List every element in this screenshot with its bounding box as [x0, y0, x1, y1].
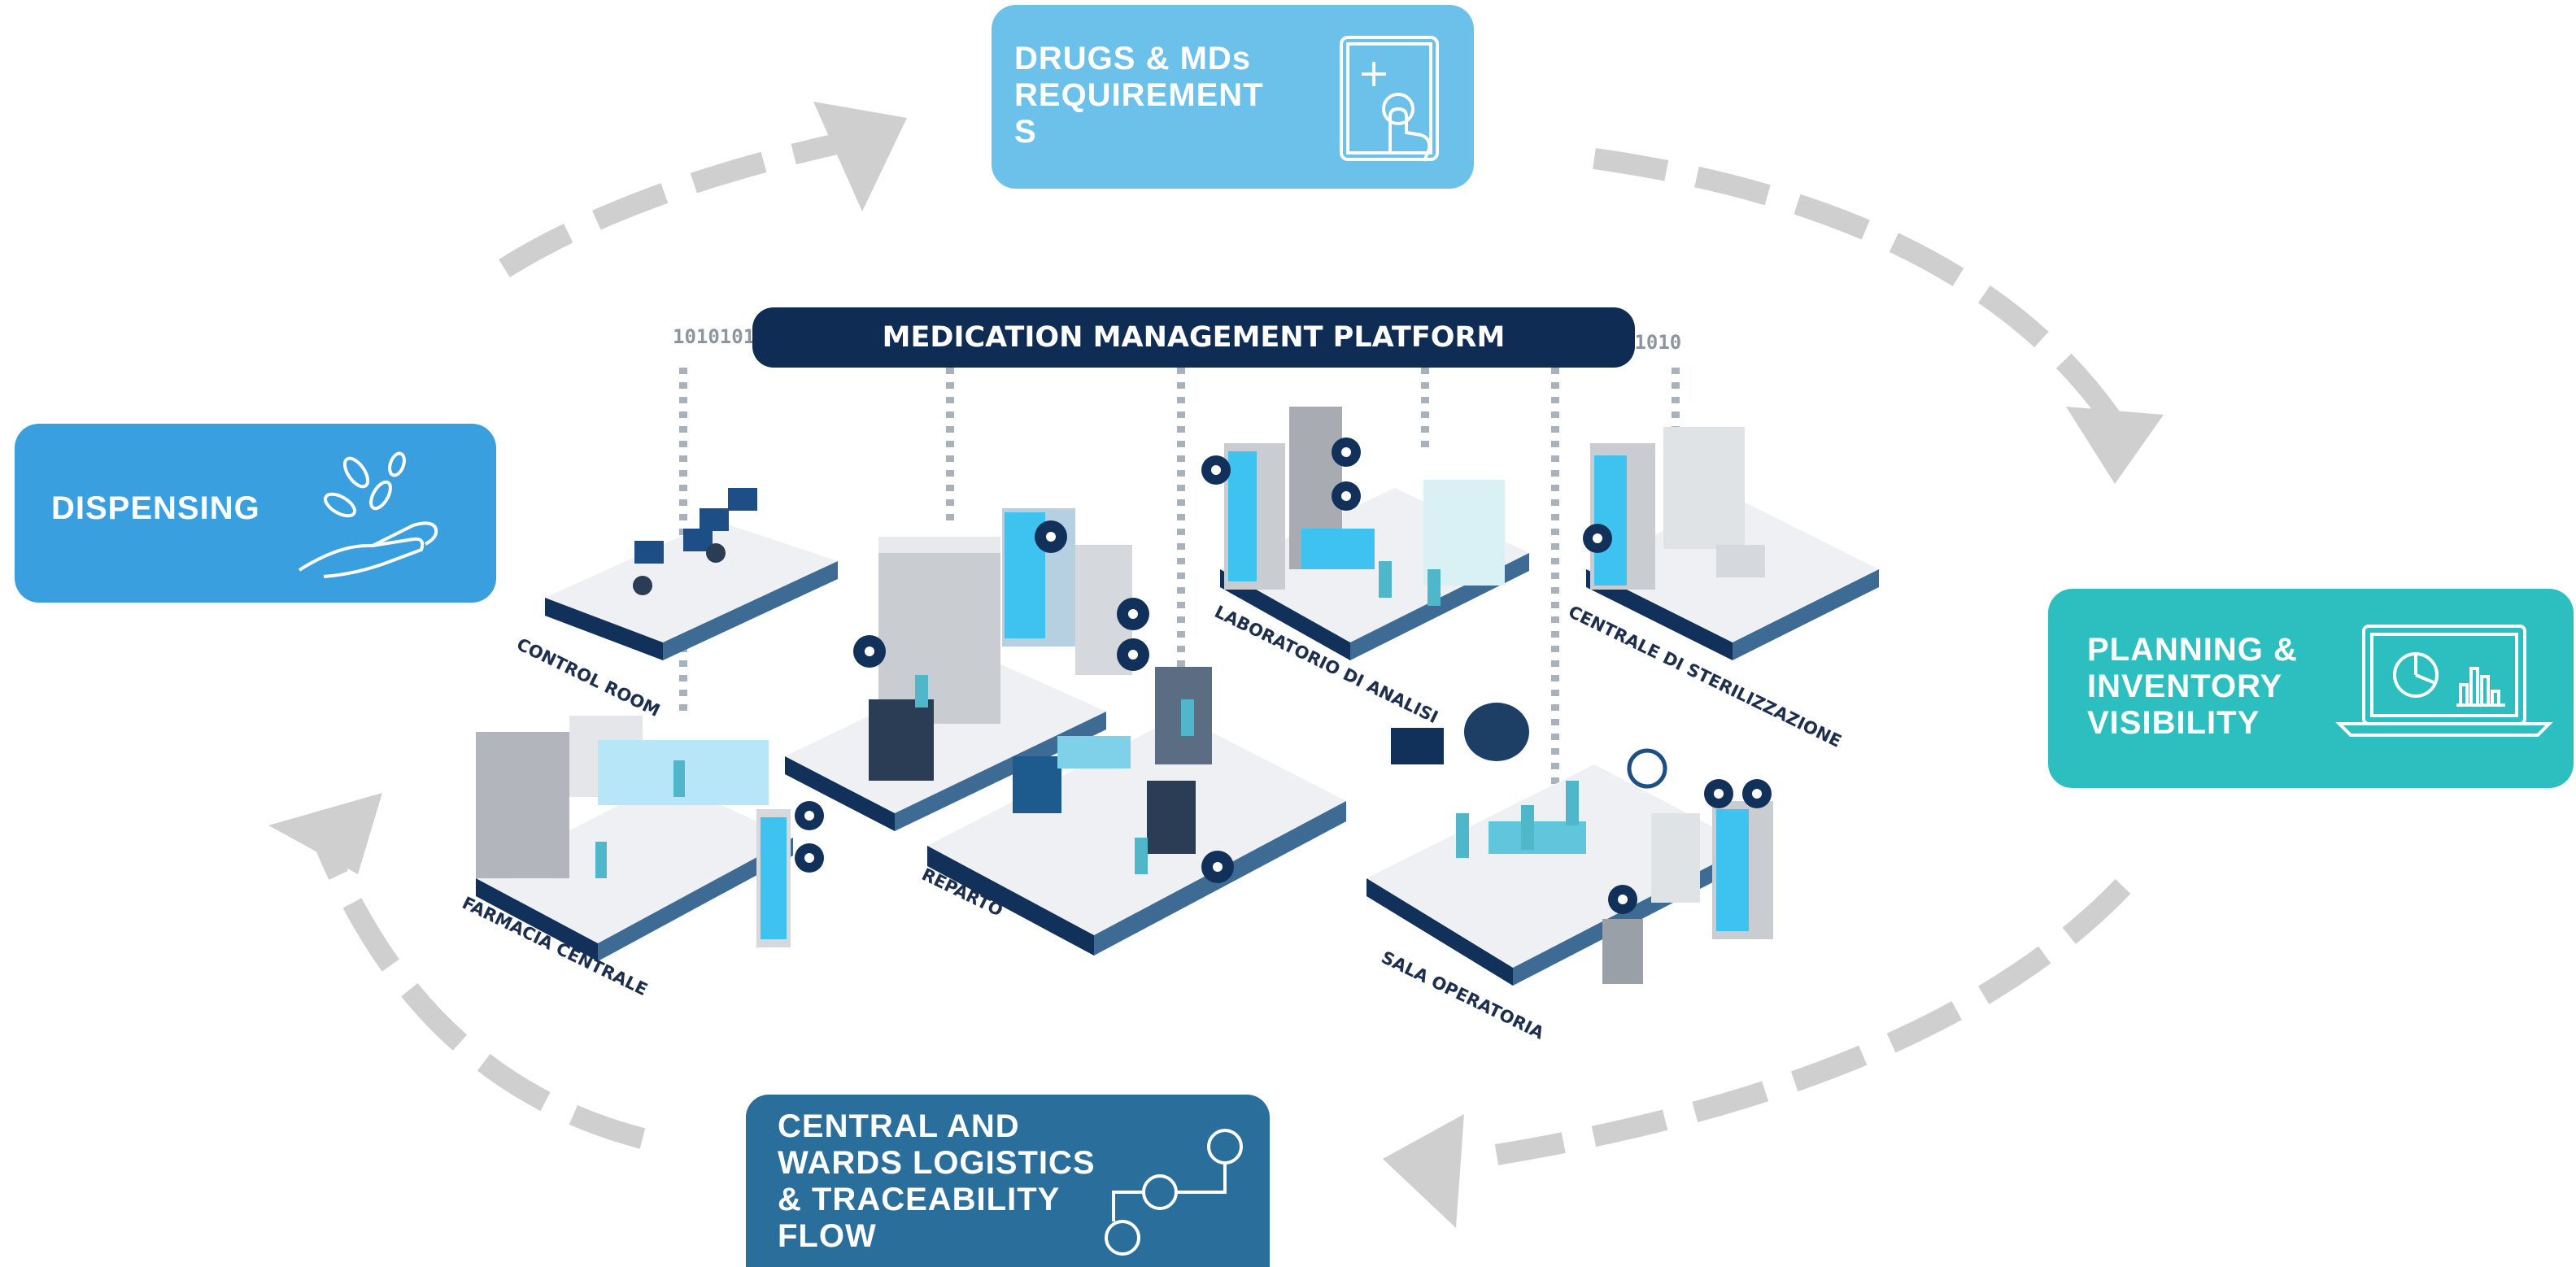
hand-pills-icon — [298, 451, 438, 578]
step-logistics-label: CENTRAL AND WARDS LOGISTICS & TRACEABILI… — [778, 1108, 1096, 1254]
arrow-top-left — [499, 128, 865, 278]
arrow-bottom-right — [1494, 879, 2131, 1165]
sala-operatoria-platform — [1366, 703, 1773, 986]
network-nodes-icon — [1105, 1129, 1243, 1256]
sterilizzazione-platform — [1586, 427, 1879, 660]
platform-banner: MEDICATION MANAGEMENT PLATFORM — [752, 307, 1635, 368]
arrow-bottom-left — [315, 842, 646, 1149]
arrowhead-top-right — [2066, 407, 2164, 484]
laptop-chart-icon — [2335, 625, 2553, 737]
step-dispensing-label: DISPENSING — [51, 490, 260, 526]
step-logistics: CENTRAL AND WARDS LOGISTICS & TRACEABILI… — [746, 1095, 1270, 1267]
step-requirements-label: DRUGS & MDs REQUIREMENT S — [1014, 41, 1264, 150]
arrowhead-bottom-left — [268, 793, 382, 874]
binary-stream-left: 10101010 — [673, 325, 767, 348]
step-requirements: DRUGS & MDs REQUIREMENT S — [992, 5, 1474, 189]
reparto-lower-platform — [927, 667, 1346, 956]
control-room-platform — [545, 488, 838, 660]
step-planning-label: PLANNING & INVENTORY VISIBILITY — [2087, 632, 2298, 741]
arrowhead-top-left — [813, 102, 907, 211]
arrow-top-right — [1593, 148, 2124, 429]
step-planning: PLANNING & INVENTORY VISIBILITY — [2048, 589, 2574, 788]
tablet-touch-icon — [1340, 36, 1439, 162]
step-dispensing: DISPENSING — [15, 424, 496, 603]
laboratorio-platform — [1220, 407, 1529, 660]
platform-title: MEDICATION MANAGEMENT PLATFORM — [882, 321, 1506, 354]
arrowhead-bottom-right — [1383, 1114, 1464, 1228]
